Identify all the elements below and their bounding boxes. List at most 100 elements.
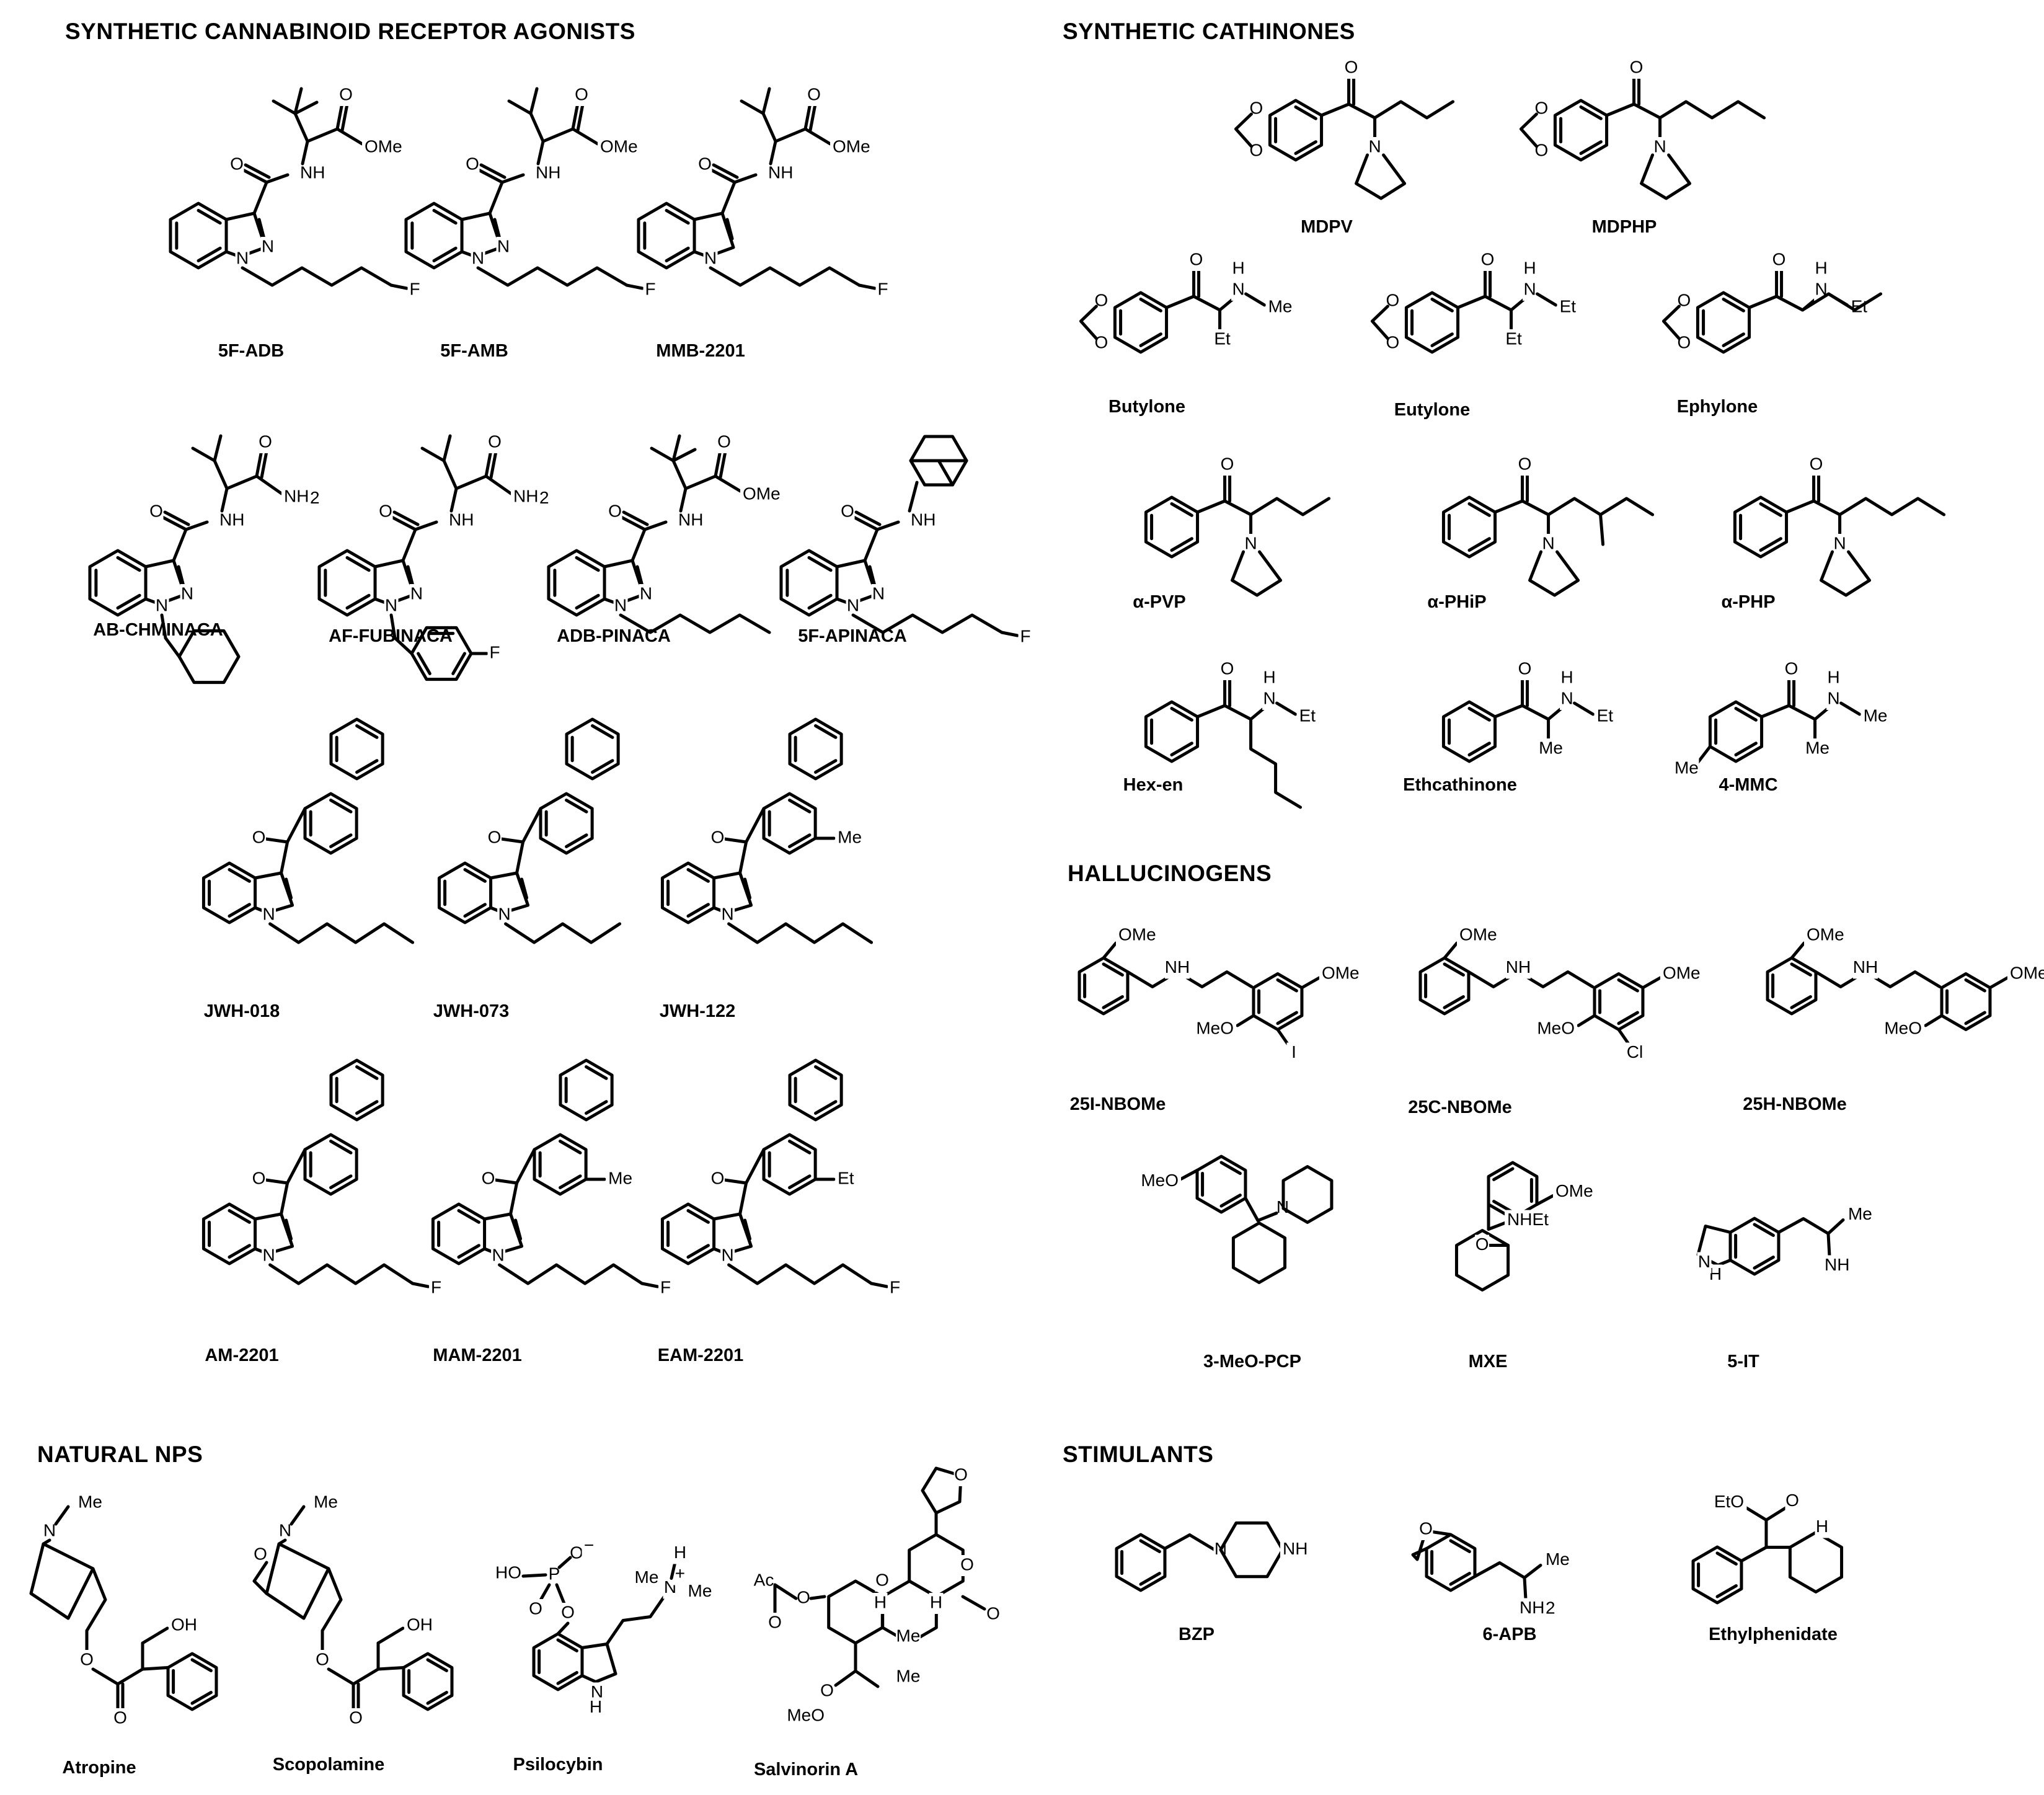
phosphorus: P bbox=[549, 1564, 560, 1583]
pyrrolidine-ring bbox=[1355, 153, 1407, 200]
double-bond bbox=[463, 868, 487, 883]
double-bond bbox=[520, 877, 529, 900]
amide-nh: NH bbox=[911, 510, 936, 529]
aryl-ring bbox=[1113, 291, 1169, 354]
ester-co-o: O bbox=[113, 1708, 127, 1727]
n1-atom: N bbox=[156, 595, 168, 614]
a-pvp-label: α-PVP bbox=[1133, 592, 1186, 612]
alkyl-chain bbox=[1801, 292, 1883, 312]
atom-backdrop bbox=[1146, 1171, 1182, 1192]
branch bbox=[1599, 513, 1605, 546]
c-f-bond bbox=[411, 1282, 430, 1288]
double-bond bbox=[665, 208, 690, 225]
double-bond bbox=[457, 1244, 480, 1259]
section-title-hallucinogens: HALLUCINOGENS bbox=[1068, 861, 1272, 886]
section-title-stimulants: STIMULANTS bbox=[1063, 1442, 1214, 1467]
am-2201-label: AM-2201 bbox=[205, 1345, 279, 1365]
methylene bbox=[389, 613, 397, 640]
propyl-chain bbox=[1473, 1561, 1526, 1579]
alkyl-chain bbox=[1838, 497, 1946, 516]
side-chain bbox=[420, 446, 446, 463]
nh2-group: NH bbox=[1825, 1255, 1849, 1274]
double-bond bbox=[329, 799, 353, 813]
naphthyl-ring-a bbox=[539, 792, 594, 855]
carbonyl-o: O bbox=[482, 1168, 495, 1187]
aryl-bond bbox=[745, 807, 766, 844]
nh2-subscript: 2 bbox=[539, 488, 549, 507]
indole-n: N bbox=[262, 904, 275, 923]
atom-backdrop bbox=[1518, 659, 1533, 680]
ketone-o: O bbox=[1190, 249, 1203, 268]
ketone-o: O bbox=[1810, 454, 1823, 473]
indole-benzo bbox=[437, 861, 493, 924]
double-bond bbox=[1715, 1584, 1738, 1598]
alpha-bond bbox=[1347, 102, 1377, 120]
c-o-double bbox=[477, 168, 504, 184]
atom-backdrop bbox=[840, 502, 855, 523]
atom-backdrop bbox=[1480, 250, 1495, 271]
amine-nh: NH bbox=[1506, 957, 1531, 977]
aryl-carbonyl bbox=[1493, 704, 1524, 719]
atom-backdrop bbox=[1804, 925, 1839, 946]
atom-backdrop bbox=[588, 1697, 603, 1719]
ring-ome: OMe bbox=[1118, 924, 1156, 944]
double-bond bbox=[1734, 707, 1758, 722]
25c-nbome-label: 25C-NBOMe bbox=[1408, 1097, 1512, 1117]
carbonyl-bond bbox=[280, 840, 290, 875]
side-chain bbox=[442, 434, 452, 463]
ring2-meo: MeO bbox=[1884, 1018, 1922, 1037]
atom-backdrop bbox=[896, 1626, 921, 1647]
dioxole-o2: O bbox=[1678, 332, 1691, 352]
atom-backdrop bbox=[1210, 329, 1235, 350]
amide-nh: NH bbox=[536, 162, 560, 182]
amide-nh: NH bbox=[449, 510, 474, 529]
dioxole-o1: O bbox=[1678, 290, 1691, 309]
double-bond bbox=[1617, 978, 1639, 993]
propyl-chain bbox=[1777, 1217, 1830, 1235]
double-bond bbox=[575, 593, 600, 610]
5f-apinaca-label: 5F-APINACA bbox=[798, 626, 907, 646]
atom-backdrop bbox=[262, 1246, 277, 1267]
atom-backdrop bbox=[1231, 259, 1246, 280]
atom-backdrop bbox=[720, 1246, 735, 1267]
meo-bond bbox=[1179, 1169, 1199, 1181]
c-o-double bbox=[854, 510, 882, 526]
c-o-double bbox=[392, 510, 420, 526]
atom-backdrop bbox=[253, 1545, 268, 1566]
atom-backdrop bbox=[1889, 1019, 1924, 1040]
ester-bond bbox=[306, 127, 339, 143]
atom-backdrop bbox=[1826, 668, 1841, 689]
atom-backdrop bbox=[687, 1581, 712, 1603]
double-bond bbox=[814, 724, 838, 739]
ome-bond bbox=[1535, 1194, 1555, 1206]
jwh-018-structure: NO bbox=[201, 717, 415, 944]
c-o-double bbox=[335, 101, 344, 131]
ester-o: O bbox=[575, 84, 588, 104]
atom-backdrop bbox=[281, 487, 307, 508]
amide-bond bbox=[414, 520, 438, 531]
ester-o: O bbox=[717, 432, 731, 451]
double-bond bbox=[1759, 537, 1782, 552]
atom-backdrop bbox=[235, 249, 250, 270]
atom-backdrop bbox=[1772, 250, 1787, 271]
aryl-ring bbox=[1404, 291, 1460, 354]
atom-backdrop bbox=[1784, 659, 1799, 680]
atom-backdrop bbox=[574, 85, 589, 106]
alkyl-chain bbox=[498, 1263, 644, 1285]
benzo-ring bbox=[169, 202, 228, 270]
amide-nh: NH bbox=[768, 162, 793, 182]
c-n-bond bbox=[1256, 1212, 1278, 1222]
naphthyl-ring-b bbox=[788, 717, 843, 781]
side-chain bbox=[529, 112, 545, 143]
n-alkyl: Me bbox=[1268, 296, 1293, 316]
carbonyl-o: O bbox=[149, 501, 163, 520]
n-alkyl-bond bbox=[1275, 701, 1298, 716]
ketone-o: O bbox=[1630, 57, 1644, 76]
n-methyl bbox=[290, 1505, 306, 1526]
atom-backdrop bbox=[703, 249, 718, 270]
c-o-double bbox=[161, 515, 188, 531]
furan-o: O bbox=[1419, 1518, 1433, 1538]
